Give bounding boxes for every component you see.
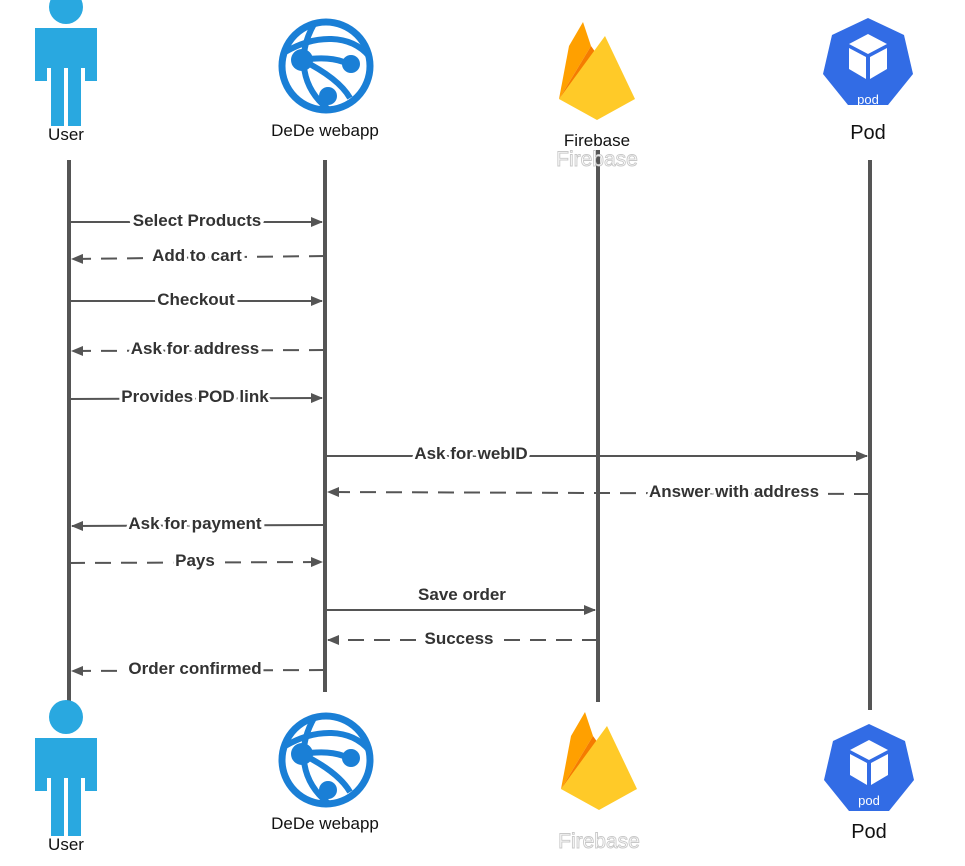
pod-label: Pod	[851, 821, 887, 843]
message-ask-for-payment: Ask for payment	[71, 511, 326, 536]
message-label: Pays	[175, 551, 215, 570]
message-label: Ask for address	[131, 339, 260, 358]
webapp-icon	[282, 22, 370, 110]
user-icon	[35, 700, 97, 836]
pod-badge: pod	[857, 92, 879, 107]
message-save-order: Save order	[325, 585, 596, 615]
user-bottom: User	[35, 700, 97, 854]
message-label: Add to cart	[152, 246, 242, 265]
user-icon	[35, 0, 97, 126]
user-label: User	[48, 835, 84, 854]
webapp-icon	[282, 716, 370, 804]
webapp-top: DeDe webapp	[271, 22, 379, 140]
firebase-icon	[561, 712, 637, 810]
message-add-to-cart: Add to cart	[71, 243, 326, 268]
message-label: Checkout	[157, 290, 235, 309]
pod-label: Pod	[850, 122, 886, 144]
webapp-label: DeDe webapp	[271, 121, 379, 140]
message-label: Select Products	[133, 211, 262, 230]
firebase-ghost-label: Firebase	[558, 830, 640, 853]
message-arrow	[68, 557, 323, 568]
message-arrow	[71, 520, 326, 531]
message-arrow	[68, 393, 323, 404]
firebase-bottom: Firebase	[558, 712, 640, 853]
message-order-confirmed: Order confirmed	[71, 656, 326, 681]
message-arrow	[71, 253, 326, 264]
message-ask-for-webid: Ask for webID	[325, 441, 868, 466]
pod-top: pod Pod	[823, 18, 913, 144]
message-label: Order confirmed	[128, 659, 261, 678]
pod-bottom: pod Pod	[824, 724, 914, 843]
message-arrow	[327, 487, 871, 498]
firebase-label: Firebase	[564, 131, 630, 150]
firebase-ghost-label: Firebase	[556, 148, 638, 171]
message-ask-for-address: Ask for address	[71, 336, 326, 361]
message-arrow	[71, 345, 326, 356]
message-provides-pod-link: Provides POD link	[68, 384, 323, 409]
message-pays: Pays	[68, 548, 323, 573]
message-arrow	[71, 665, 326, 676]
message-label: Ask for webID	[414, 444, 527, 463]
message-label: Save order	[418, 585, 506, 604]
pod-badge: pod	[858, 793, 880, 808]
user-label: User	[48, 125, 84, 144]
message-label: Answer with address	[649, 482, 819, 501]
webapp-label: DeDe webapp	[271, 814, 379, 833]
message-label: Ask for payment	[128, 514, 262, 533]
message-select-products: Select Products	[69, 208, 323, 233]
message-label: Success	[425, 629, 494, 648]
firebase-icon	[559, 22, 635, 120]
message-success: Success	[327, 626, 598, 651]
message-answer-with-address: Answer with address	[327, 479, 871, 504]
webapp-bottom: DeDe webapp	[271, 716, 379, 833]
message-label: Provides POD link	[121, 387, 269, 406]
message-checkout: Checkout	[69, 287, 323, 312]
user-top: User	[35, 0, 97, 144]
firebase-top: Firebase Firebase	[556, 22, 638, 171]
